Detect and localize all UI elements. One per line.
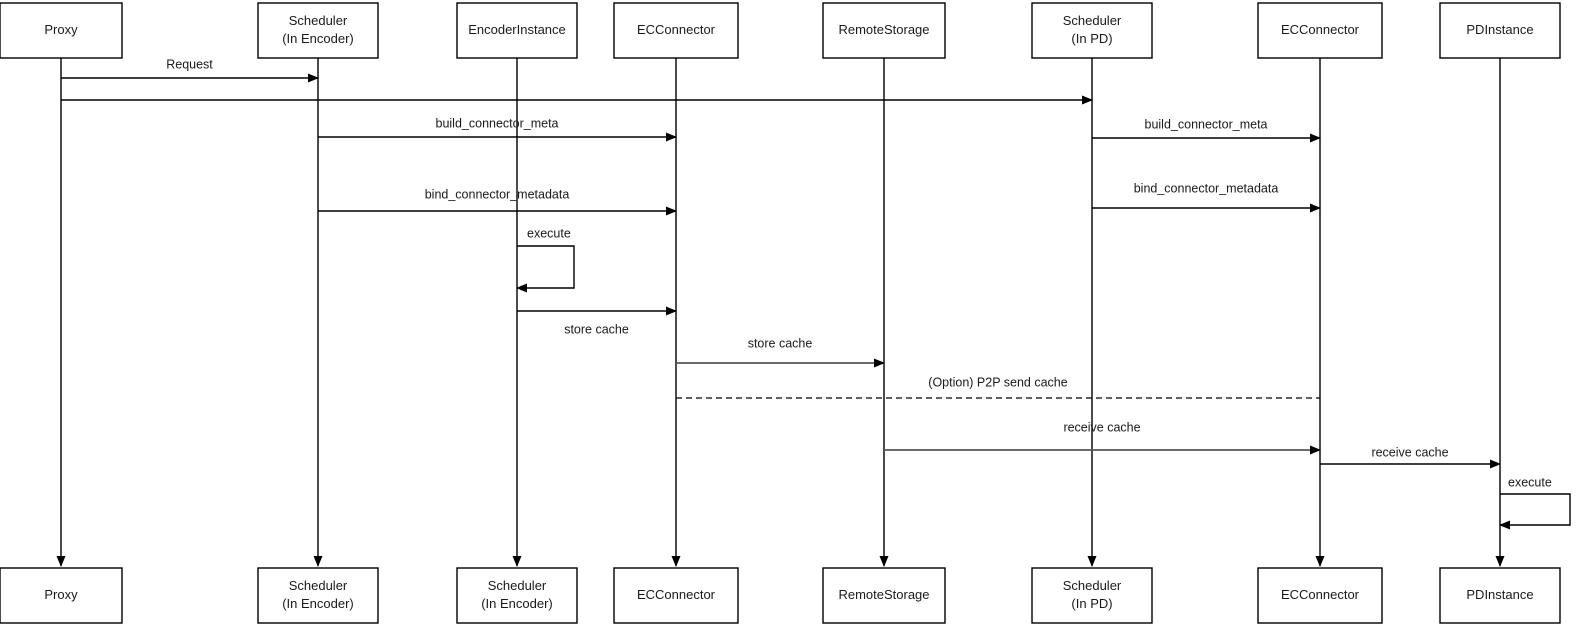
participant-box-bottom-enc_inst[interactable]: Scheduler (In Encoder) <box>456 567 578 624</box>
participant-label: EncoderInstance <box>468 22 566 37</box>
participant-box-bottom-ec_conn_l[interactable]: ECConnector <box>613 567 739 624</box>
message-label: receive cache <box>1063 420 1140 434</box>
participant-box-bottom-proxy[interactable]: Proxy <box>0 567 123 624</box>
message-m4[interactable]: build_connector_meta <box>1092 117 1321 143</box>
self-message-label: execute <box>1508 475 1552 489</box>
participant-box-rect <box>0 567 123 624</box>
participant-box-rect <box>1031 567 1153 624</box>
message-m3[interactable]: build_connector_meta <box>318 116 677 142</box>
participant-box-rect <box>1439 567 1561 624</box>
message-label: receive cache <box>1371 445 1448 459</box>
participant-box-top-ec_conn_r[interactable]: ECConnector <box>1257 2 1383 59</box>
participant-label-line1: Scheduler <box>289 578 348 593</box>
message-m7[interactable]: store cache <box>517 306 677 336</box>
lifelines-layer <box>56 58 1505 567</box>
participant-box-rect <box>257 567 379 624</box>
participant-box-bottom-sched_pd[interactable]: Scheduler (In PD) <box>1031 567 1153 624</box>
message-label: store cache <box>564 322 629 336</box>
participant-label-line2: (In Encoder) <box>282 596 354 611</box>
self-messages-layer: execute execute <box>516 226 1571 530</box>
participant-box-rect <box>0 2 123 59</box>
participant-label-line1: Scheduler <box>1063 13 1122 28</box>
message-m10[interactable]: receive cache <box>884 420 1321 455</box>
self-message-path <box>1499 493 1571 530</box>
participant-box-bottom-pd_inst[interactable]: PDInstance <box>1439 567 1561 624</box>
participant-label-line2: (In PD) <box>1071 596 1112 611</box>
participant-label-line2: (In PD) <box>1071 31 1112 46</box>
participant-label: PDInstance <box>1466 587 1533 602</box>
participant-label-line2: (In Encoder) <box>481 596 553 611</box>
participant-box-top-sched_pd[interactable]: Scheduler (In PD) <box>1031 2 1153 59</box>
message-m9[interactable]: (Option) P2P send cache <box>676 375 1320 399</box>
self-message-path <box>516 245 575 293</box>
message-m6[interactable]: bind_connector_metadata <box>1092 181 1321 213</box>
participant-label: Proxy <box>44 587 78 602</box>
message-label: bind_connector_metadata <box>425 187 570 201</box>
participant-box-top-pd_inst[interactable]: PDInstance <box>1439 2 1561 59</box>
message-m5[interactable]: bind_connector_metadata <box>318 187 677 216</box>
participant-label: ECConnector <box>1281 22 1360 37</box>
participant-box-rect <box>257 2 379 59</box>
participant-box-top-proxy[interactable]: Proxy <box>0 2 123 59</box>
participant-box-rect <box>1031 2 1153 59</box>
participant-label-line1: Scheduler <box>1063 578 1122 593</box>
message-label: store cache <box>748 336 813 350</box>
bottom-participant-boxes: Proxy Scheduler (In Encoder) Scheduler (In E… <box>0 567 1561 624</box>
participant-label: ECConnector <box>1281 587 1360 602</box>
participant-box-top-remote_store[interactable]: RemoteStorage <box>822 2 946 59</box>
self-message-s2[interactable]: execute <box>1499 475 1571 530</box>
message-label: build_connector_meta <box>436 116 559 130</box>
participant-box-rect <box>1439 2 1561 59</box>
participant-box-bottom-ec_conn_r[interactable]: ECConnector <box>1257 567 1383 624</box>
participant-box-rect <box>822 2 946 59</box>
participant-box-rect <box>456 2 578 59</box>
participant-label: ECConnector <box>637 22 716 37</box>
self-message-label: execute <box>527 226 571 240</box>
participant-box-rect <box>1257 567 1383 624</box>
message-m1[interactable]: Request <box>61 57 319 83</box>
messages-layer: Request build_connector_meta build_connect… <box>61 57 1501 469</box>
participant-label: RemoteStorage <box>838 587 929 602</box>
participant-box-bottom-sched_enc[interactable]: Scheduler (In Encoder) <box>257 567 379 624</box>
message-label: (Option) P2P send cache <box>928 375 1067 389</box>
participant-box-rect <box>456 567 578 624</box>
message-label: Request <box>166 57 213 71</box>
participant-box-rect <box>1257 2 1383 59</box>
participant-box-top-enc_inst[interactable]: EncoderInstance <box>456 2 578 59</box>
message-m11[interactable]: receive cache <box>1320 445 1501 469</box>
top-participant-boxes: Proxy Scheduler (In Encoder) EncoderInstanc… <box>0 2 1561 59</box>
participant-box-top-sched_enc[interactable]: Scheduler (In Encoder) <box>257 2 379 59</box>
participant-box-top-ec_conn_l[interactable]: ECConnector <box>613 2 739 59</box>
participant-box-rect <box>822 567 946 624</box>
participant-label: ECConnector <box>637 587 716 602</box>
participant-label-line1: Scheduler <box>289 13 348 28</box>
participant-box-rect <box>613 567 739 624</box>
participant-label-line1: Scheduler <box>488 578 547 593</box>
self-message-s1[interactable]: execute <box>516 226 575 293</box>
participant-label: PDInstance <box>1466 22 1533 37</box>
message-label: build_connector_meta <box>1145 117 1268 131</box>
participant-label: RemoteStorage <box>838 22 929 37</box>
participant-label: Proxy <box>44 22 78 37</box>
participant-box-bottom-remote_store[interactable]: RemoteStorage <box>822 567 946 624</box>
message-m8[interactable]: store cache <box>676 336 885 368</box>
participant-label-line2: (In Encoder) <box>282 31 354 46</box>
message-label: bind_connector_metadata <box>1134 181 1279 195</box>
participant-box-rect <box>613 2 739 59</box>
